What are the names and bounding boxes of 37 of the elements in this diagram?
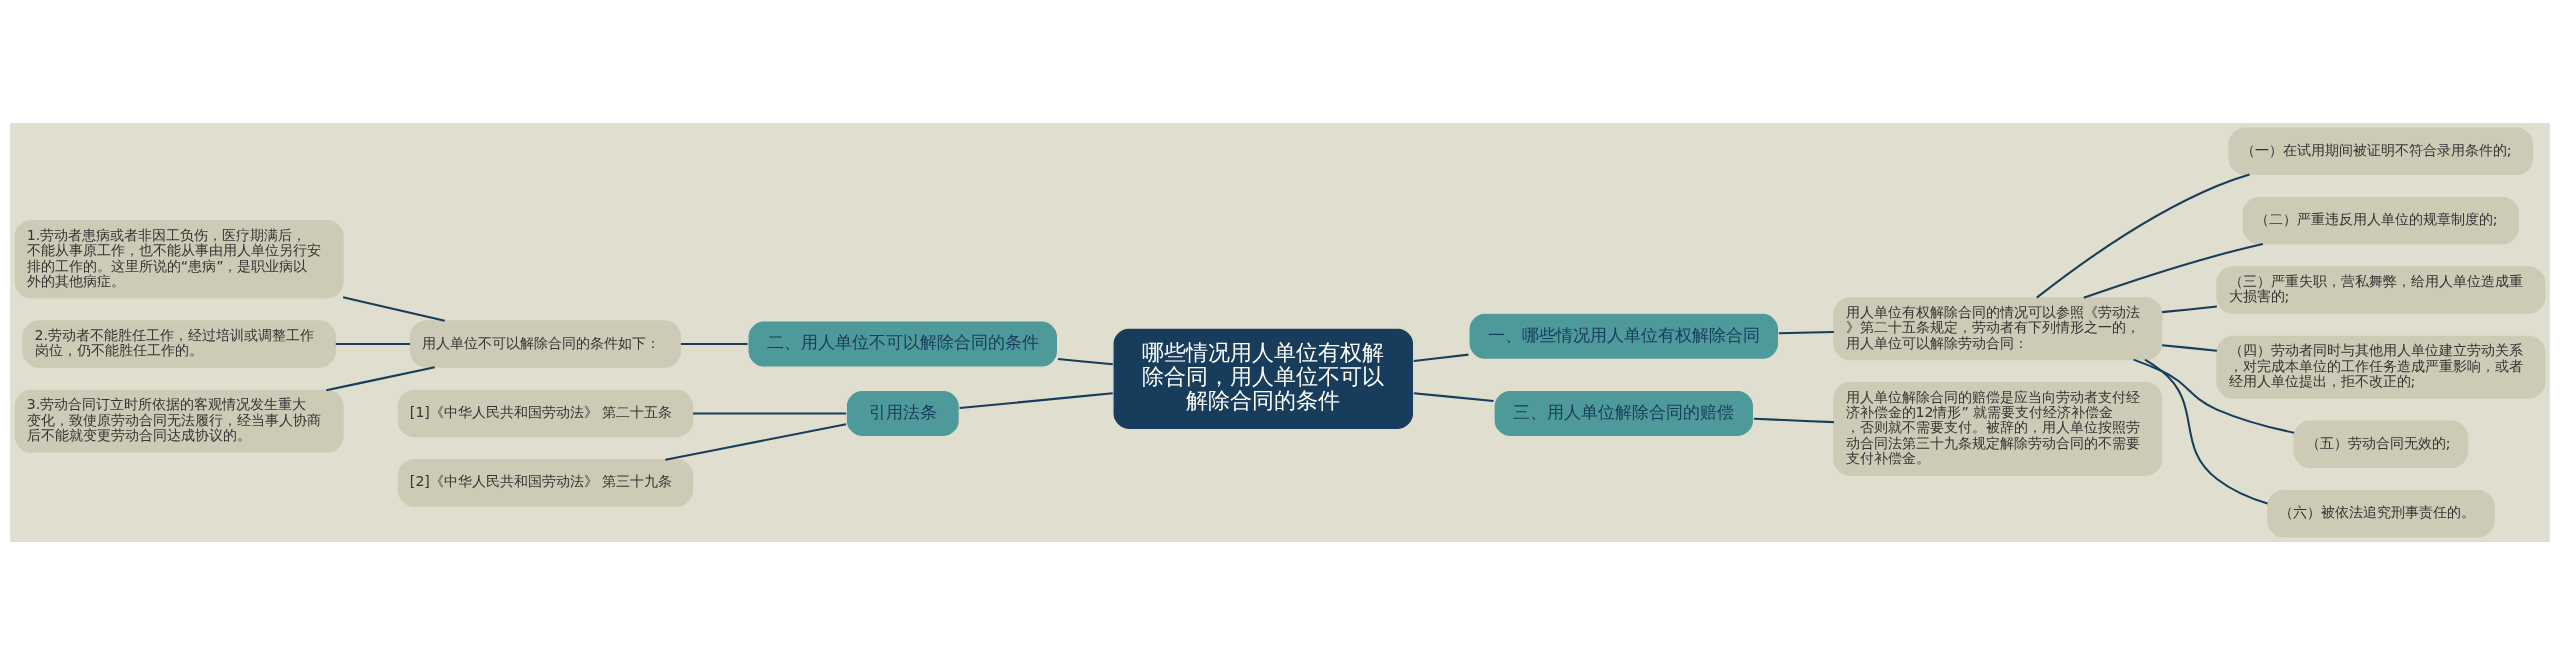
connector [326, 366, 435, 392]
connector [2036, 173, 2250, 299]
connector [2162, 344, 2217, 352]
node-box: 用人单位解除合同的赔偿是应当向劳动者支付经济补偿金的12情形” 就需要支付经济补偿金，否则就不需要支付。被辞的，用人单位按照劳动合同法第三十九条规定解除劳动合同的不需要支付补偿金。 [1833, 382, 2163, 476]
connector [693, 412, 847, 415]
node-box: 1.劳动者患病或者非因工负伤，医疗期满后，不能从事原工作，也不能从事由用人单位另行安排的工作的。这里所说的“患病”，是职业病以外的其他病症。 [14, 220, 344, 299]
connector [2083, 242, 2264, 299]
node-box: [2]《中华人民共和国劳动法》 第三十九条 [397, 459, 694, 507]
node-box: （一）在试用期间被证明不符合录用条件的; [2228, 127, 2534, 176]
connector [1778, 331, 1834, 335]
node-box: 2.劳动者不能胜任工作，经过培训或调整工作岗位，仍不能胜任工作的。 [22, 320, 336, 368]
node-box: 三、用人单位解除合同的赔偿 [1493, 389, 1755, 438]
node-box: 哪些情况用人单位有权解除合同，用人单位不可以解除合同的条件 [1112, 327, 1415, 431]
connector [1057, 357, 1113, 366]
connector [335, 343, 411, 346]
connector [2133, 358, 2295, 434]
node-box: （三）严重失职，营私舞弊，给用人单位造成重大损害的; [2216, 266, 2546, 314]
connector [1753, 417, 1834, 424]
connector [680, 343, 748, 346]
node-box: [1]《中华人民共和国劳动法》 第二十五条 [397, 389, 694, 438]
node-box: （六）被依法追究刑事责任的。 [2267, 489, 2495, 538]
node-box: （四）劳动者同时与其他用人单位建立劳动关系，对完成本单位的工作任务造成严重影响，或者经用人单位提出，拒不改正的; [2216, 335, 2546, 399]
connector [2162, 305, 2217, 314]
node-box: 二、用人单位不可以解除合同的条件 [747, 320, 1059, 368]
node-box: 用人单位有权解除合同的情况可以参照《劳动法》第二十五条规定，劳动者有下列情形之一的，用人单位可以解除劳动合同： [1833, 297, 2163, 361]
connector [342, 296, 445, 322]
node-box: 一、哪些情况用人单位有权解除合同 [1468, 312, 1780, 361]
connector [1413, 353, 1469, 363]
node-box: 用人单位不可以解除合同的条件如下： [409, 320, 682, 368]
node-box: 3.劳动合同订立时所依据的客观情况发生重大变化，致使原劳动合同无法履行，经当事人协商后不能就变更劳动合同达成协议的。 [14, 389, 344, 453]
connector [2144, 358, 2268, 505]
node-box: （二）严重违反用人单位的规章制度的; [2242, 196, 2519, 245]
connector [959, 392, 1113, 410]
node-box: （五）劳动合同无效的; [2293, 420, 2469, 469]
connector [1413, 392, 1494, 402]
node-box: 引用法条 [845, 389, 960, 438]
connector [665, 423, 847, 461]
